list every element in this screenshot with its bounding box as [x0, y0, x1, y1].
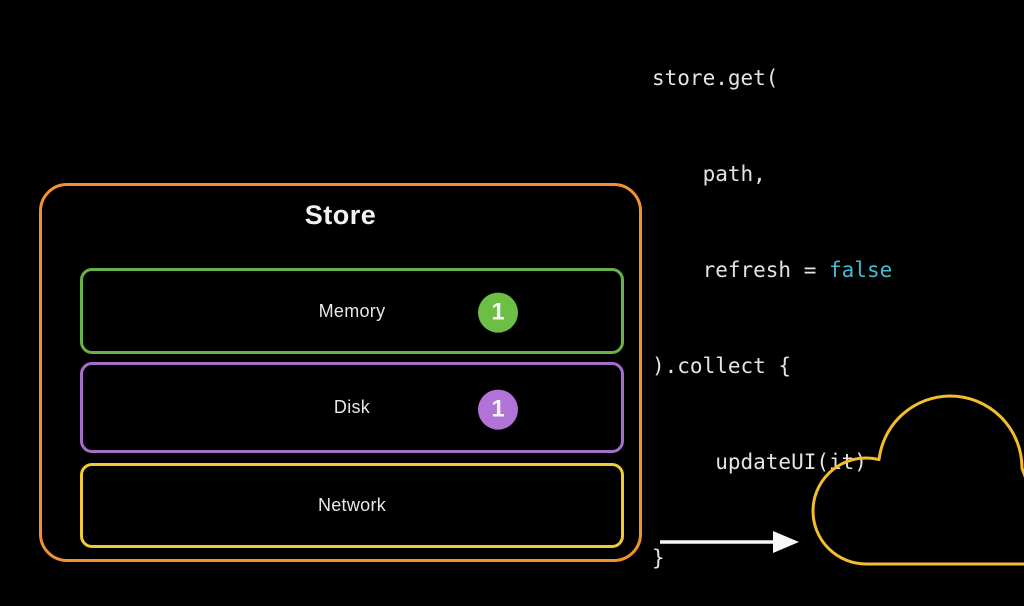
network-layer: Network — [80, 463, 624, 548]
disk-layer: Disk 1 — [80, 362, 624, 453]
disk-label: Disk — [333, 397, 371, 417]
code-line: ).collect { — [652, 350, 892, 382]
slide-canvas: { "code_snippet": { "line1": "store.get(… — [39, 66, 1024, 570]
code-line: path, — [652, 158, 892, 190]
memory-label: Memory — [318, 300, 386, 321]
diagram-overlay — [660, 394, 1024, 566]
code-text: ).collect { — [652, 354, 792, 378]
disk-count-badge: 1 — [478, 389, 518, 430]
code-text: } — [652, 546, 665, 570]
code-line: updateUI(it) — [652, 446, 892, 478]
code-snippet: store.get( path, refresh = false ).colle… — [652, 0, 892, 606]
memory-count-badge: 1 — [478, 292, 518, 333]
code-text: store.get( — [652, 66, 779, 90]
code-text: path, — [652, 162, 766, 186]
store-title: Store — [304, 200, 377, 230]
cloud-icon — [811, 394, 1024, 566]
code-line: refresh = false — [652, 254, 893, 286]
code-text: refresh = — [652, 258, 830, 282]
network-label: Network — [317, 495, 387, 515]
store-container: Store Memory 1 Disk 1 Network — [39, 183, 642, 562]
memory-layer: Memory 1 — [80, 268, 624, 354]
code-keyword-false: false — [829, 258, 893, 282]
code-text: updateUI(it) — [652, 450, 867, 474]
code-line: } — [652, 542, 892, 574]
code-line: store.get( — [652, 62, 892, 94]
arrow-right-icon — [660, 531, 799, 553]
